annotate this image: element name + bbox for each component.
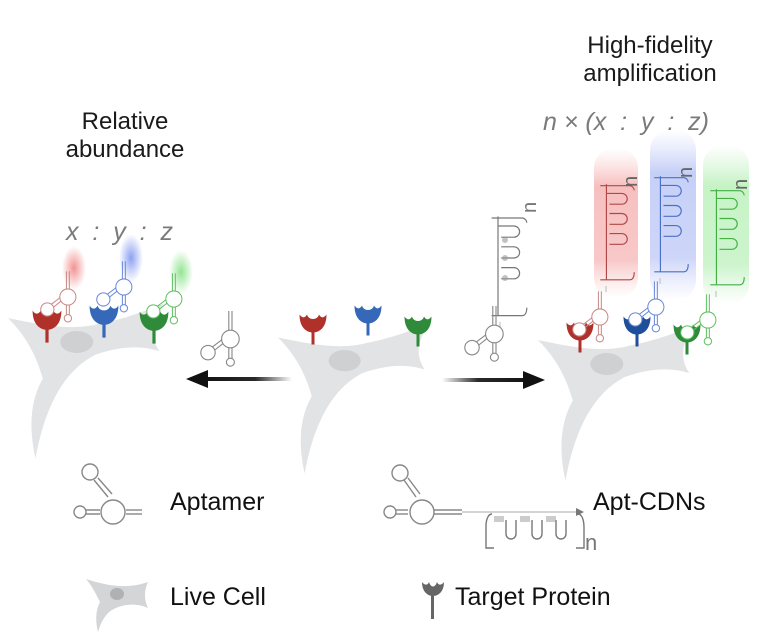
legend-apt-cdns-icon bbox=[383, 464, 585, 549]
legend-live-cell-icon bbox=[86, 579, 148, 632]
right-ratio: n × (x : y : z) bbox=[543, 108, 710, 136]
left-ratio: x : y : z bbox=[66, 218, 173, 246]
right-title-line1: High-fidelity bbox=[587, 32, 713, 59]
cdn-repeat-free bbox=[491, 215, 528, 317]
aptamer-free-left bbox=[200, 310, 240, 367]
arrow-right bbox=[442, 371, 545, 389]
repeat-n-red: n bbox=[620, 176, 642, 187]
apt-cdn-free: n bbox=[464, 202, 541, 362]
legend-apt-cdns-label: Apt-CDNs bbox=[593, 488, 706, 516]
target-protein-red-center bbox=[299, 314, 327, 345]
legend-repeat-n: n bbox=[585, 530, 597, 555]
legend-aptamer-icon bbox=[73, 463, 142, 525]
arrow-left bbox=[186, 370, 292, 388]
glow-column-green bbox=[703, 145, 749, 305]
legend-live-cell-label: Live Cell bbox=[170, 583, 266, 611]
live-cell-right bbox=[538, 325, 694, 481]
right-title: High-fidelity amplification bbox=[560, 32, 740, 88]
live-cell-center bbox=[278, 323, 430, 474]
left-title: Relative abundance bbox=[50, 108, 200, 164]
aptamer-green-right bbox=[680, 293, 717, 346]
left-panel bbox=[8, 234, 193, 459]
glow-column-blue bbox=[650, 130, 696, 300]
repeat-n-label: n bbox=[519, 202, 541, 213]
right-title-line2: amplification bbox=[583, 60, 717, 87]
right-panel: n n n bbox=[538, 130, 752, 481]
legend: n bbox=[73, 463, 597, 632]
legend-target-protein-icon bbox=[422, 582, 444, 619]
left-title-line1: Relative bbox=[81, 108, 169, 135]
live-cell-left bbox=[8, 303, 164, 459]
glow-column-red bbox=[594, 148, 638, 298]
target-protein-blue-center bbox=[354, 305, 382, 336]
repeat-n-green: n bbox=[730, 179, 752, 190]
repeat-n-blue: n bbox=[675, 167, 697, 178]
legend-target-protein-label: Target Protein bbox=[455, 583, 611, 611]
left-title-line2: abundance bbox=[65, 136, 185, 163]
glow-red bbox=[62, 246, 86, 290]
legend-aptamer-label: Aptamer bbox=[170, 488, 265, 516]
center-panel bbox=[278, 305, 432, 474]
